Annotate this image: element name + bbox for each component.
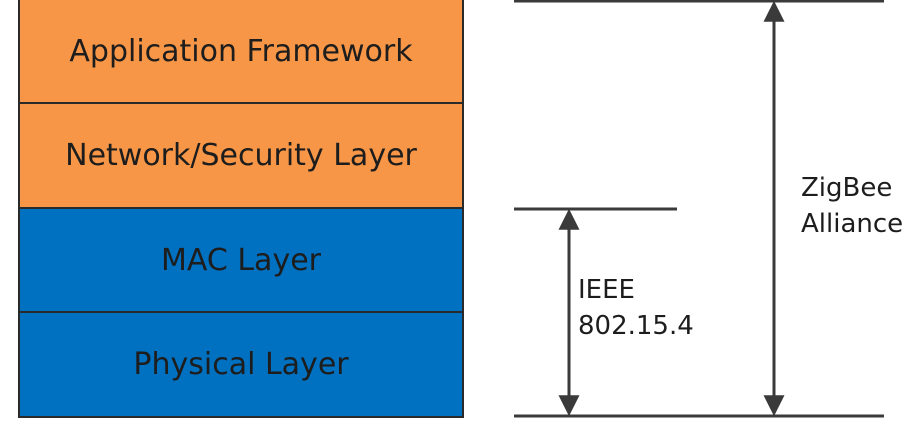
ieee-label-line2: 802.15.4: [578, 311, 694, 341]
layer-physical: Physical Layer: [20, 313, 462, 416]
layer-network-security: Network/Security Layer: [20, 104, 462, 209]
zigbee-label: ZigBee Alliance: [801, 170, 903, 242]
protocol-stack: Application Framework Network/Security L…: [18, 0, 464, 418]
ieee-label: IEEE 802.15.4: [578, 272, 694, 344]
ieee-label-line1: IEEE: [578, 275, 635, 305]
zigbee-label-line1: ZigBee: [801, 173, 893, 203]
zigbee-label-line2: Alliance: [801, 209, 904, 239]
layer-mac: MAC Layer: [20, 209, 462, 313]
layer-application-framework: Application Framework: [20, 0, 462, 104]
